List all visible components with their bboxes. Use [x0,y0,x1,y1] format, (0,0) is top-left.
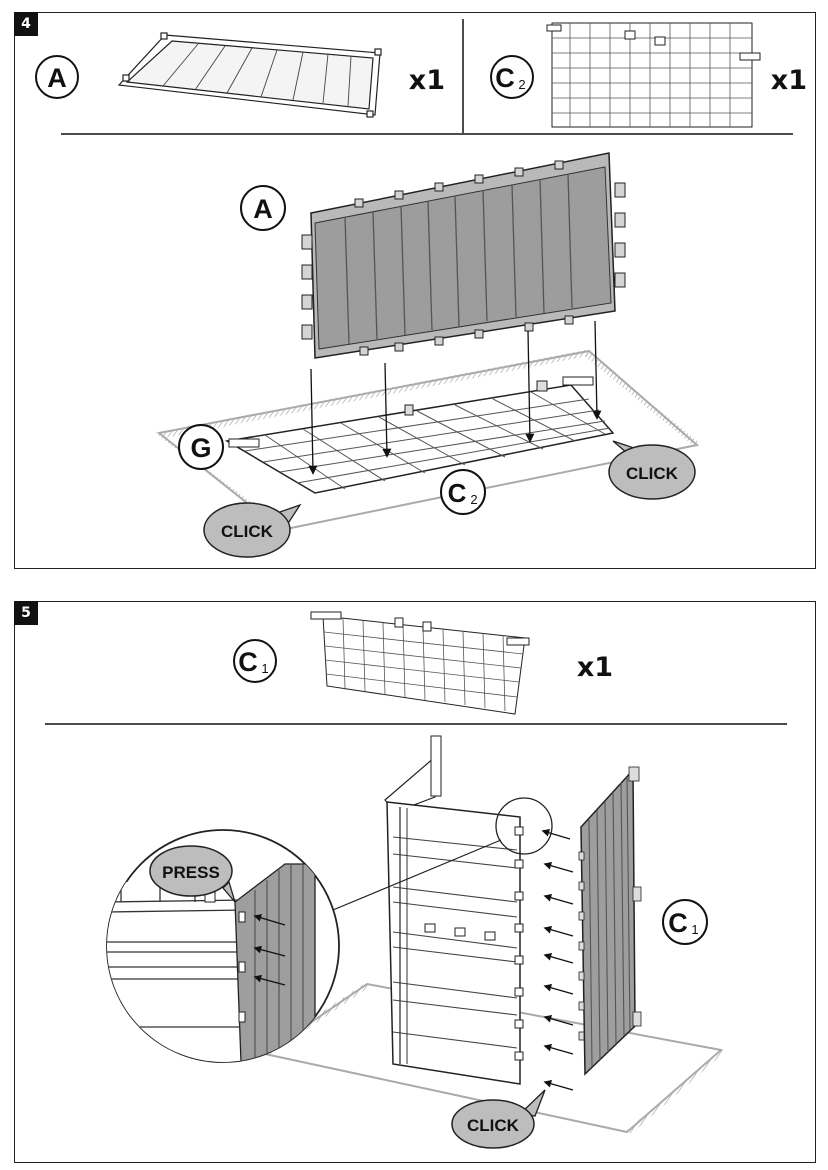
base-g-label: G [178,424,224,470]
step-5-diagram: C 1 x1 [45,611,787,1149]
click-callout-left: CLICK [203,502,302,558]
insertion-arrows [541,829,574,1091]
side-c1-label: C 1 [662,899,708,945]
part-c1-count: x1 [577,652,613,683]
click-text: CLICK [467,1116,520,1135]
panel-a-label: A [240,185,286,231]
part-c1-thumbnail [310,611,530,715]
step-number-badge: 4 [14,12,38,36]
click-text-right: CLICK [626,464,679,483]
side-panel-c1 [578,766,642,1076]
step-4-panel: 4 A [14,12,816,569]
part-a-thumbnail [117,32,382,118]
panel-a [301,152,626,359]
part-c1-label: C 1 [233,639,277,683]
click-callout: CLICK [451,1089,546,1149]
side-c-letter: C [668,908,688,938]
click-callout-right: CLICK [608,440,696,500]
part-a-count: x1 [409,65,445,96]
assembled-frame [384,735,524,1085]
part-a-letter: A [47,63,67,93]
part-c1-subscript: 1 [261,661,268,676]
base-c-letter: C [448,478,467,508]
part-c2-count: x1 [771,65,807,96]
step-4-diagram: A x1 C 2 [35,19,807,558]
base-frame-c2 [224,376,615,494]
base-g-letter: G [190,433,211,463]
part-c2-subscript: 2 [518,77,525,92]
detail-indicator-circle [495,797,553,855]
part-c2-thumbnail [546,22,761,128]
step-number-badge: 5 [14,601,38,625]
detail-connector-line [320,839,502,916]
step-5-panel: 5 C 1 [14,601,816,1163]
part-c2-label: C 2 [490,55,534,99]
part-c2-letter: C [495,63,515,93]
press-text: PRESS [162,863,220,882]
panel-a-letter: A [253,194,273,224]
part-a-label: A [35,55,79,99]
part-c1-letter: C [238,647,258,677]
assembly-arrows [308,320,602,475]
press-callout: PRESS [149,845,236,903]
base-c-subscript: 2 [470,492,477,507]
base-c2-label: C 2 [440,469,486,515]
click-text-left: CLICK [221,522,274,541]
side-c-subscript: 1 [691,922,698,937]
